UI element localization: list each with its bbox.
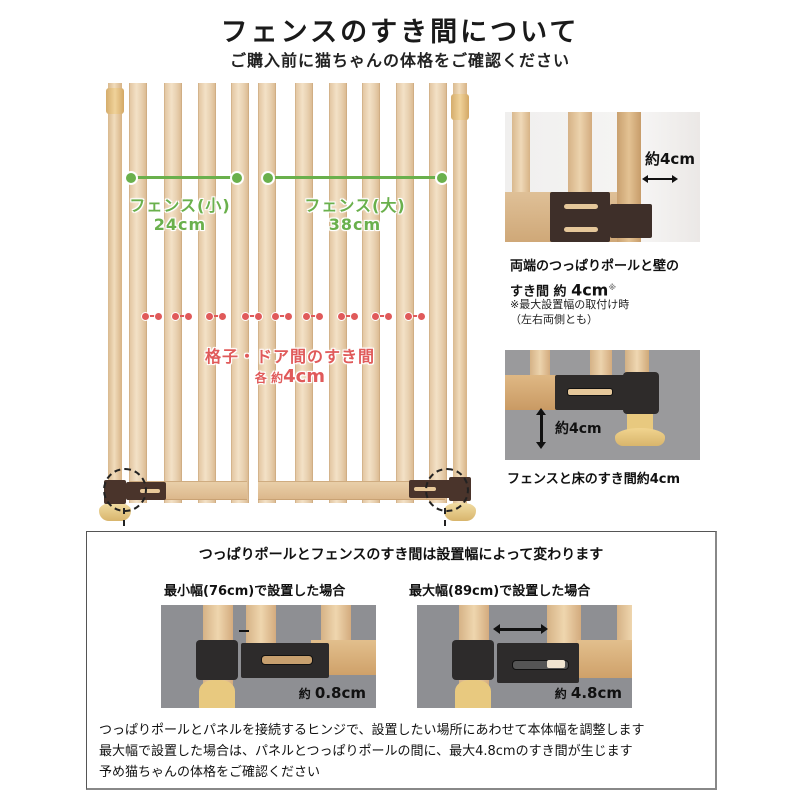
page-title: フェンスのすき間について: [220, 17, 580, 48]
slat-gap-prefix: 各 約: [254, 371, 284, 385]
gap-marker: [371, 311, 393, 321]
max-width-case-label: 最大幅(89cm)で設置した場合: [409, 584, 591, 599]
large-fence-label: フェンス(大): [304, 196, 406, 215]
wall-gap-note-line1: ※最大設置幅の取付け時: [510, 298, 630, 311]
small-fence-dimension-line: [131, 176, 237, 179]
large-fence-value: 38cm: [328, 215, 382, 234]
min-width-case-label: 最小幅(76cm)で設置した場合: [164, 584, 346, 599]
comparison-description: つっぱりポールとパネルを接続するヒンジで、設置したい場所にあわせて本体幅を調整し…: [99, 720, 644, 783]
gap-marker: [337, 311, 359, 321]
double-arrow-icon: [645, 178, 675, 180]
gap-marker: [141, 311, 163, 321]
slat: [396, 83, 414, 503]
footnote-mark: ※: [608, 283, 617, 292]
right-tension-pole: [453, 83, 467, 508]
small-fence-label: フェンス(小): [129, 196, 231, 215]
right-pole-cap: [451, 94, 469, 120]
slat: [429, 83, 447, 503]
left-dashed-callout: [103, 468, 147, 512]
floor-gap-photo-label: 約4cm: [555, 421, 602, 437]
gap-value: 4.8cm: [570, 684, 622, 702]
slat: [129, 83, 147, 503]
slat: [198, 83, 216, 503]
slat-gap-value-row: 各 約4cm: [200, 366, 380, 387]
max-width-gap-label: 約 4.8cm: [555, 684, 622, 702]
wall-gap-note-line2: （左右両側とも）: [510, 313, 598, 326]
gap-marker: [171, 311, 193, 321]
floor-gap-caption: フェンスと床のすき間約4cm: [507, 472, 681, 487]
small-gap-arrow-icon: [239, 630, 249, 632]
page-subtitle: ご購入前に猫ちゃんの体格をご確認ください: [229, 51, 570, 70]
fence-illustration: フェンス(小) 24cm フェンス(大) 38cm 格子・ドア間のすき間 各 約…: [0, 0, 500, 530]
right-callout-line: [444, 508, 446, 526]
gap-value: 0.8cm: [314, 684, 366, 702]
dimension-dot: [261, 171, 275, 185]
large-gap-arrow-icon: [497, 628, 543, 631]
slat: [329, 83, 347, 503]
wall-gap-prefix: すき間 約: [510, 284, 572, 300]
wall-gap-photo: 約4cm: [505, 112, 700, 242]
min-width-photo: 約 0.8cm: [161, 605, 376, 708]
gap-marker: [271, 311, 293, 321]
description-line: 最大幅で設置した場合は、パネルとつっぱりポールの間に、最大4.8cmのすき間が生…: [99, 744, 633, 759]
gap-prefix: 約: [554, 687, 571, 701]
slat-gap-label: 格子・ドア間のすき間: [204, 347, 375, 366]
dimension-dot: [435, 171, 449, 185]
wall-gap-caption-line2: すき間 約 4cm※: [510, 277, 616, 302]
slat: [258, 83, 276, 503]
comparison-title: つっぱりポールとフェンスのすき間は設置幅によって変わります: [198, 547, 604, 563]
min-width-gap-label: 約 0.8cm: [299, 684, 366, 702]
left-pole-cap: [106, 88, 124, 114]
description-line: 予め猫ちゃんの体格をご確認ください: [99, 765, 321, 780]
slat-gap-value: 4cm: [283, 366, 326, 387]
slat: [164, 83, 182, 503]
wall-gap-caption-line1: 両端のつっぱりポールと壁の: [510, 259, 680, 274]
bracket-slot: [140, 489, 160, 493]
slat: [295, 83, 313, 503]
large-fence-dimension-line: [268, 176, 441, 179]
gap-marker: [205, 311, 227, 321]
description-line: つっぱりポールとパネルを接続するヒンジで、設置したい場所にあわせて本体幅を調整し…: [99, 723, 645, 738]
dimension-dot: [230, 171, 244, 185]
wall-gap-photo-label: 約4cm: [645, 150, 695, 168]
slat: [231, 83, 249, 503]
dimension-dot: [124, 171, 138, 185]
left-callout-line: [123, 508, 125, 526]
slat: [362, 83, 380, 503]
wall-gap-value: 4cm: [571, 280, 609, 300]
right-dashed-callout: [425, 468, 469, 512]
comparison-box: つっぱりポールとフェンスのすき間は設置幅によって変わります 最小幅(76cm)で…: [86, 531, 717, 790]
vertical-double-arrow-icon: [540, 412, 543, 444]
floor-gap-photo: 約4cm: [505, 350, 700, 460]
max-width-photo: 約 4.8cm: [417, 605, 632, 708]
gap-prefix: 約: [298, 687, 315, 701]
left-tension-pole: [108, 83, 122, 508]
gap-marker: [241, 311, 263, 321]
gap-marker: [404, 311, 426, 321]
small-fence-value: 24cm: [153, 215, 207, 234]
gap-marker: [302, 311, 324, 321]
large-panel-bottom-rail: [258, 481, 445, 500]
